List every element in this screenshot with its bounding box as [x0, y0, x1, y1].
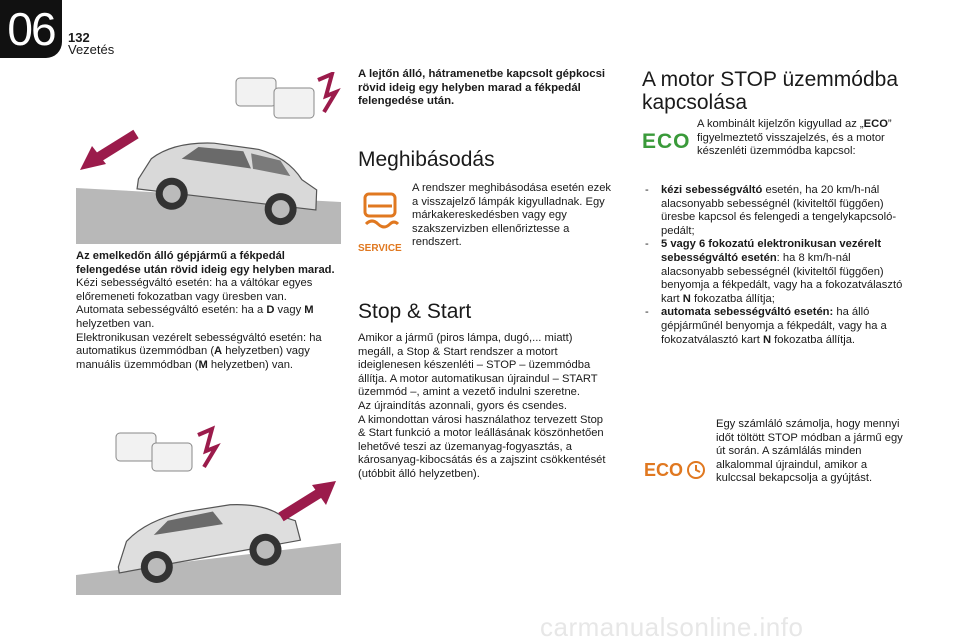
automatic-gearbox-text: Automata sebességváltó esetén: ha a D va… [76, 304, 314, 330]
eco-counter-icon: ECO [644, 456, 706, 482]
service-warning-icon: SERVICE [358, 188, 404, 254]
chapter-badge: 06 [0, 0, 62, 58]
eco-counter-label: ECO [644, 460, 683, 480]
car-reversing-on-slope-illustration [76, 425, 341, 595]
downhill-text-block: Az emelkedőn álló gépjármű a fékpedál fe… [76, 250, 346, 372]
uphill-text: A lejtőn álló, hátramenetbe kapcsolt gép… [358, 68, 606, 108]
downhill-heading: Az emelkedőn álló gépjármű a fékpedál fe… [76, 250, 335, 276]
list-item: - automata sebességváltó esetén: ha álló… [645, 306, 887, 346]
stop-start-paragraph-3: A kimondottan városi használathoz tervez… [358, 413, 606, 480]
list-item: - kézi sebességváltó esetén, ha 20 km/h-… [645, 184, 897, 237]
eco-icon-label: ECO [642, 130, 691, 153]
manual-gearbox-text: Kézi sebességváltó esetén: ha a váltókar… [76, 277, 313, 303]
section-name: Vezetés [68, 42, 115, 57]
electronic-gearbox-text: Elektronikusan vezérelt sebességváltó es… [76, 331, 322, 371]
watermark: carmanualsonline.info [540, 612, 804, 640]
page-number: 132 [68, 30, 90, 45]
motor-stop-heading: A motor STOP üzemmódba kapcsolása [642, 68, 899, 114]
eco-icon: ECO [642, 130, 691, 154]
stop-start-fault-icon [363, 192, 400, 229]
list-item: - 5 vagy 6 fokozatú elektronikusan vezér… [645, 238, 903, 305]
stop-start-text: Amikor a jármű (piros lámpa, dugó,... mi… [358, 332, 610, 482]
stop-start-heading: Stop & Start [358, 300, 472, 323]
meghibasodas-heading: Meghibásodás [358, 148, 495, 171]
meghibasodas-text: A rendszer meghibásodása esetén ezek a v… [412, 182, 612, 249]
car-on-incline-illustration [76, 72, 341, 244]
stop-start-paragraph-1: Amikor a jármű (piros lámpa, dugó,... mi… [358, 332, 598, 399]
stop-start-paragraph-2: Az újraindítás azonnali, gyors és csende… [358, 399, 567, 412]
stop-mode-conditions-list: - kézi sebességváltó esetén, ha 20 km/h-… [645, 184, 910, 347]
eco-text: A kombinált kijelzőn kigyullad az „ECO” … [697, 118, 892, 158]
service-label: SERVICE [358, 243, 402, 254]
counter-text: Egy számláló számolja, hogy mennyi időt … [716, 418, 903, 485]
